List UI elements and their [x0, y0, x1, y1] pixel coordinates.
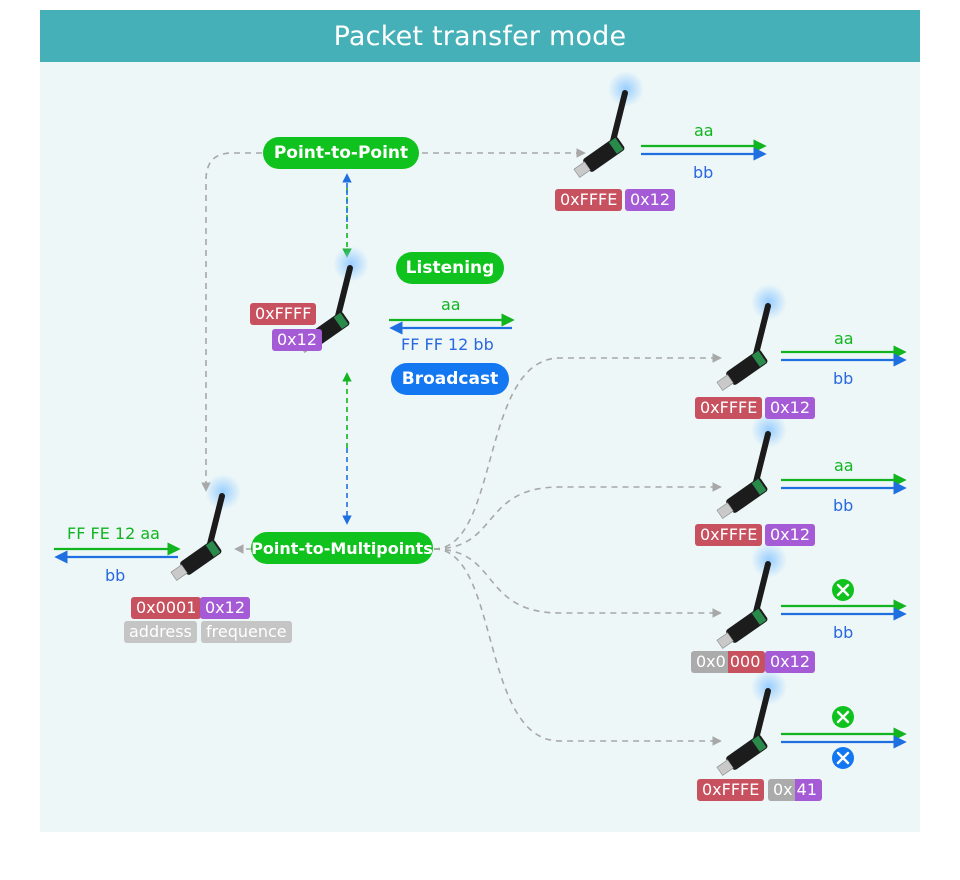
address-tag: 0xFFFF [250, 303, 317, 325]
p2m-to-receiver-2-line [433, 482, 722, 550]
address-tag: 0x0001 [131, 597, 202, 619]
lora-usb-module-icon [715, 412, 787, 521]
mode-point-to-multipoints: Point-to-Multipoints [251, 532, 433, 564]
mode-broadcast: Broadcast [391, 363, 509, 395]
address-caption: address [124, 621, 197, 643]
mode-point-to-point: Point-to-Point [263, 137, 419, 169]
p2m-to-receiver-4-line [433, 548, 722, 746]
address-tag: 0xFFFE [697, 779, 765, 801]
mode-label: Broadcast [401, 369, 499, 389]
p2m-to-receiver-3-line [433, 548, 722, 618]
rx-data-label: bb [833, 496, 854, 515]
lora-usb-module-icon [715, 284, 787, 393]
mode-label: Listening [405, 258, 495, 278]
lora-usb-module-icon [715, 542, 787, 651]
tx-data-label: aa [834, 456, 854, 475]
frequency-tag: 0x12 [765, 651, 816, 673]
tx-data-label: aa [441, 295, 461, 314]
mismatch-part: 0x [768, 779, 795, 801]
frequency-tag: 0x12 [625, 189, 676, 211]
tx-data-label: aa [834, 329, 854, 348]
p2m-to-receiver-1-line [433, 353, 722, 550]
rx-data-label: bb [693, 163, 714, 182]
lora-usb-module-icon [169, 474, 241, 583]
check-circle-icon [832, 706, 854, 728]
frequency-tag: 0x12 [272, 329, 323, 351]
match-part: 41 [794, 779, 823, 801]
lora-usb-module-icon [572, 71, 644, 180]
page-title: Packet transfer mode [333, 20, 627, 52]
cross-circle-icon [832, 747, 854, 769]
rx-data-label: bb [833, 369, 854, 388]
lora-usb-module-icon [715, 669, 787, 778]
mode-listening: Listening [396, 252, 504, 284]
rx-data-label: FF FF 12 bb [401, 335, 494, 354]
address-tag: 0xFFFE [555, 189, 623, 211]
match-part: 000 [727, 651, 766, 673]
rx-data-label: bb [833, 623, 854, 642]
mismatch-part: 0x0 [691, 651, 728, 673]
address-tag: 0xFFFE [695, 524, 763, 546]
check-circle-icon [832, 579, 854, 601]
mode-label: Point-to-Multipoints [251, 538, 433, 558]
frequency-tag: 0x12 [765, 524, 816, 546]
frequency-caption: frequence [201, 621, 292, 643]
frequency-tag: 0x12 [765, 397, 816, 419]
transfer-arrows [54, 139, 907, 749]
flow-lines [201, 148, 722, 746]
frequency-tag: 0x12 [200, 597, 251, 619]
title-bar: Packet transfer mode [40, 10, 920, 62]
mode-label: Point-to-Point [273, 143, 409, 163]
address-tag: 0xFFFE [695, 397, 763, 419]
tx-data-label: aa [694, 121, 714, 140]
rx-data-label: bb [105, 566, 126, 585]
tx-data-label: FF FE 12 aa [67, 524, 160, 543]
